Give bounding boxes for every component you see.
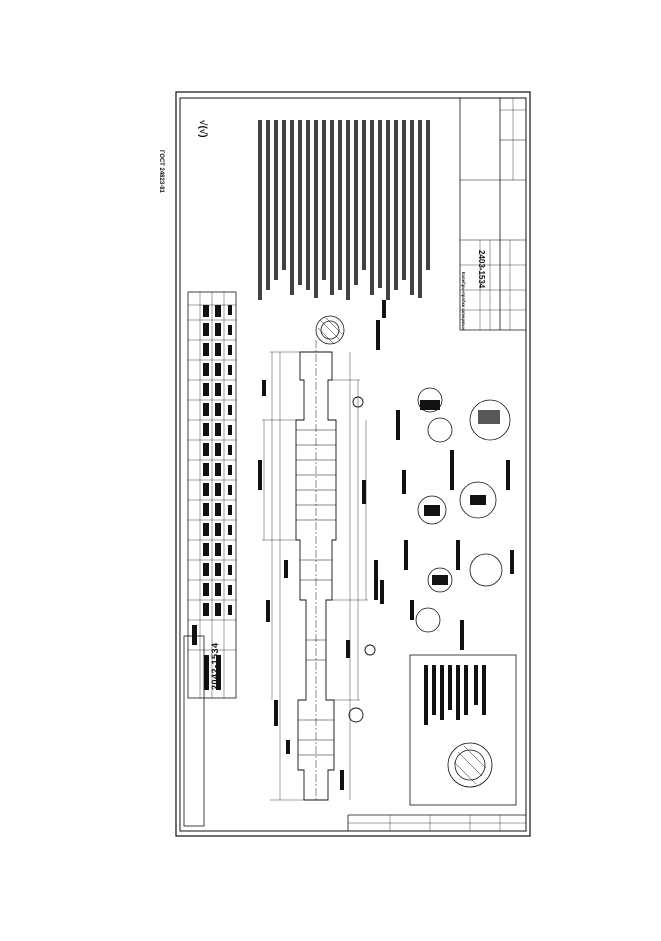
standard-code: ГОСТ 24823-81 <box>158 150 164 193</box>
svg-text:√(√): √(√) <box>197 120 208 138</box>
title-block-number: 2403-1534 <box>477 250 486 289</box>
title-block-name: Калибры-пробки шлицевые <box>461 272 466 331</box>
drawing-number-stamp: 2042-1534 <box>210 642 220 690</box>
